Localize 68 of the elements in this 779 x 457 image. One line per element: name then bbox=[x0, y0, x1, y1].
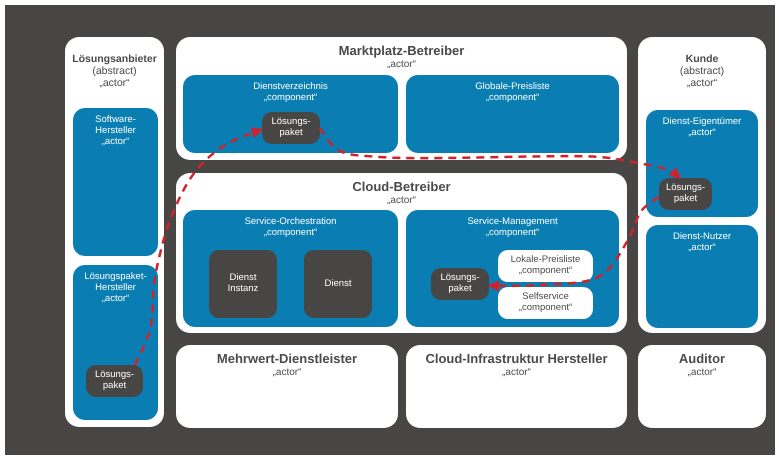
actor-name: Cloud-Betreiber bbox=[352, 180, 451, 195]
actor-panel bbox=[65, 37, 164, 427]
component-box bbox=[183, 75, 398, 153]
actor-panel bbox=[638, 345, 766, 428]
stereotype-label: „component“ bbox=[518, 266, 572, 277]
component-name: Dienstverzeichnis bbox=[253, 82, 328, 93]
actor-name: Auditor bbox=[678, 352, 726, 367]
stereotype-label: „component“ bbox=[486, 92, 540, 104]
dashed-arrow bbox=[318, 127, 682, 179]
dashed-arrow bbox=[488, 196, 660, 292]
stereotype-label: „component“ bbox=[264, 92, 318, 104]
stereotype-label: „actor“ bbox=[502, 366, 531, 378]
component-box bbox=[73, 108, 158, 256]
component-box bbox=[183, 210, 398, 327]
stereotype-label: „actor“ bbox=[686, 77, 718, 90]
component-name: Selfservice bbox=[522, 292, 569, 303]
component-name: Globale-Preisliste bbox=[475, 82, 550, 93]
stereotype-label: „actor“ bbox=[688, 242, 716, 254]
component-name: Service-Management bbox=[467, 217, 558, 228]
stereotype-label: „actor“ bbox=[99, 77, 130, 90]
component-box bbox=[73, 265, 158, 420]
actor-panel bbox=[406, 345, 627, 428]
component-name: Dienst-Nutzer bbox=[672, 232, 732, 243]
package-box bbox=[86, 365, 143, 397]
component-box bbox=[646, 225, 758, 328]
component-name: Dienst-Eigentümer bbox=[662, 117, 742, 128]
stereotype-label: „actor“ bbox=[688, 366, 716, 378]
actor-panel bbox=[176, 345, 398, 428]
actor-name: Kunde bbox=[686, 53, 718, 66]
service-name: Dienst Instanz bbox=[226, 273, 260, 295]
service-name: Dienst bbox=[324, 278, 352, 290]
service-box bbox=[304, 250, 372, 318]
actor-name: Mehrwert-Dienstleister bbox=[216, 352, 358, 367]
package-name: Lösungs-paket bbox=[439, 273, 481, 295]
stereotype-label: „component“ bbox=[518, 303, 572, 314]
stereotype-label: „actor“ bbox=[688, 128, 716, 139]
actor-name: Lösungsanbieter bbox=[72, 53, 157, 66]
package-name: Lösungs-paket bbox=[664, 183, 706, 205]
package-name: Lösungs-paket bbox=[270, 117, 312, 139]
package-box bbox=[431, 268, 489, 300]
stereotype-label: „actor“ bbox=[387, 194, 416, 206]
qualifier-label: (abstract) bbox=[680, 65, 724, 78]
stereotype-label: „component“ bbox=[264, 228, 318, 239]
component-name: Service-Orchestration bbox=[244, 217, 336, 228]
dashed-arrow bbox=[133, 127, 264, 366]
actor-panel bbox=[638, 37, 766, 333]
actor-name: Marktplatz-Betreiber bbox=[338, 44, 464, 59]
package-name: Lösungs-paket bbox=[94, 370, 136, 392]
package-box bbox=[262, 112, 320, 144]
stereotype-label: „actor“ bbox=[102, 136, 130, 148]
component-name: Lösungspaket-Hersteller bbox=[83, 272, 148, 294]
actor-panel bbox=[176, 37, 627, 160]
actor-panel bbox=[176, 173, 627, 333]
component-box bbox=[406, 210, 619, 327]
component-name: Lokale-Preisliste bbox=[510, 255, 580, 266]
stereotype-label: „component“ bbox=[486, 228, 540, 239]
service-box bbox=[209, 250, 277, 318]
stereotype-label: „actor“ bbox=[387, 58, 416, 70]
qualifier-label: (abstract) bbox=[92, 65, 137, 78]
actor-name: Cloud-Infrastruktur Hersteller bbox=[425, 352, 608, 367]
package-box bbox=[659, 178, 712, 210]
component-name: Software-Hersteller bbox=[94, 115, 137, 137]
component-box bbox=[498, 250, 593, 282]
stereotype-label: „actor“ bbox=[272, 366, 302, 378]
component-box bbox=[498, 287, 593, 319]
component-box bbox=[646, 110, 758, 217]
stereotype-label: „actor“ bbox=[102, 294, 130, 305]
component-box bbox=[406, 75, 619, 153]
